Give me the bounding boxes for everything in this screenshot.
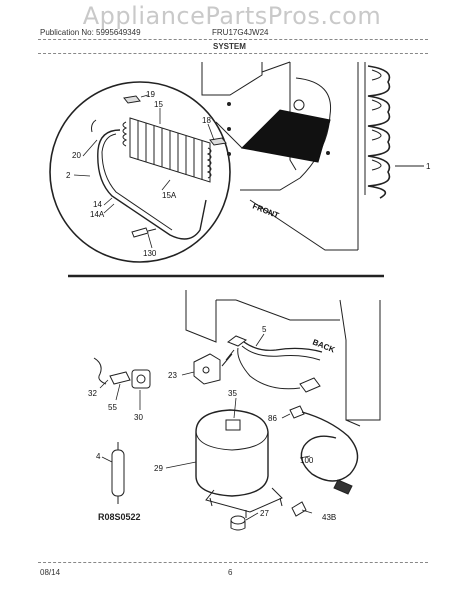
callout-1: 1: [426, 162, 431, 171]
callout-14: 14: [93, 200, 102, 209]
callout-27: 27: [260, 509, 269, 518]
callout-14a: 14A: [90, 210, 105, 219]
wire-clip: [93, 357, 107, 385]
callout-43b: 43B: [322, 513, 336, 522]
callout-5: 5: [262, 325, 267, 334]
filter-drier: [111, 442, 125, 504]
power-cord: [289, 405, 359, 495]
evaporator: [122, 117, 212, 183]
callout-35: 35: [228, 389, 237, 398]
relay-cover: [109, 371, 131, 385]
lower-cabinet-outline: [185, 290, 381, 427]
start-relay: [131, 369, 151, 389]
footer-divider: [38, 562, 428, 563]
footer-date: 08/14: [40, 568, 61, 577]
compressor-bracket: [193, 353, 221, 385]
callout-100: 100: [300, 456, 314, 465]
wiring-harness: [221, 335, 323, 393]
callout-18: 18: [202, 116, 211, 125]
callout-30: 30: [134, 413, 143, 422]
mounting-clip: [291, 501, 307, 517]
front-label: FRONT: [251, 202, 280, 221]
detail-magnifier-circle: [49, 81, 231, 263]
callout-86: 86: [268, 414, 277, 423]
magnifier-leader-line: [215, 121, 243, 149]
callout-130: 130: [143, 249, 157, 258]
watermark: AppliancePartsPros.com: [82, 2, 382, 30]
screw: [131, 227, 157, 238]
callout-2: 2: [66, 171, 71, 180]
callout-32: 32: [88, 389, 97, 398]
insulation-block: [123, 95, 141, 104]
evaporator-cover-band: [240, 109, 331, 163]
back-label: BACK: [311, 338, 336, 355]
callout-15: 15: [154, 100, 163, 109]
callout-15a: 15A: [162, 191, 177, 200]
callout-55: 55: [108, 403, 117, 412]
publication-number: Publication No: 5995649349: [40, 28, 141, 37]
model-number: FRU17G4JW24: [212, 28, 269, 37]
top-leader-lines: [73, 94, 424, 249]
callout-29: 29: [154, 464, 163, 473]
title-divider: [38, 53, 428, 54]
callout-20: 20: [72, 151, 81, 160]
callout-4: 4: [96, 452, 101, 461]
header-divider: [38, 39, 428, 40]
grommet: [230, 515, 246, 531]
callout-19: 19: [146, 90, 155, 99]
section-title: SYSTEM: [213, 42, 246, 51]
diagram-reference-code: R08S0522: [98, 512, 141, 522]
page-number: 6: [228, 568, 233, 577]
condenser-coil: [367, 65, 424, 199]
heat-exchanger-tube: [91, 119, 207, 240]
compressor: [195, 409, 283, 518]
callout-23: 23: [168, 371, 177, 380]
bottom-leader-lines: [99, 333, 313, 521]
